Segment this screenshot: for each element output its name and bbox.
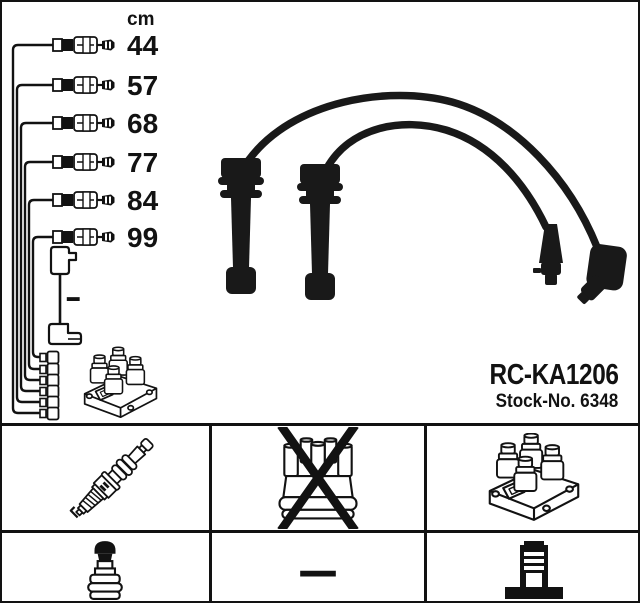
- stock-number: Stock-No. 6348: [495, 391, 618, 412]
- wire-set-diagram: [11, 35, 627, 421]
- short-elbow-cable: [47, 245, 83, 346]
- unlisted-length-dash: –: [66, 273, 81, 319]
- ignition-coil-icon: [484, 433, 584, 524]
- cell-spark-plug: [0, 426, 212, 533]
- straight-connector-boot: [533, 224, 563, 285]
- cable-length-label: 68: [127, 108, 159, 139]
- compatibility-table: –: [0, 423, 640, 603]
- spark-plug-boot-right: [297, 164, 343, 300]
- spark-plug-boot-left: [218, 158, 264, 294]
- elbow-connector-boot: [577, 244, 627, 305]
- coil-tower-icon: [504, 540, 563, 599]
- ignition-cables-photo: [218, 91, 627, 305]
- product-code: RC-KA1206: [489, 359, 618, 391]
- distributor-cap-crossed-icon: [277, 427, 359, 529]
- cable-length-label: 84: [127, 185, 159, 216]
- cable-length-label: 57: [127, 70, 159, 101]
- spark-plug-icon: [66, 432, 159, 525]
- coil-end-connectors: [39, 350, 60, 421]
- plug-terminal-nut-icon: [86, 540, 123, 600]
- cable-length-label: 77: [127, 147, 159, 178]
- cable-length-label: 99: [127, 222, 159, 253]
- cell-ignition-coil: [427, 426, 640, 533]
- cell-coil-tower: [427, 533, 640, 603]
- cable-lead-lines: [11, 43, 60, 415]
- unit-header: cm: [127, 9, 155, 30]
- cell-terminal-nut: [0, 533, 212, 603]
- cell-no-value: –: [212, 533, 427, 603]
- cross-out-x: [277, 427, 359, 529]
- ignition-coil-diagram: [85, 347, 157, 417]
- cable-length-label: 44: [127, 30, 159, 61]
- cell-distributor-cap: [212, 426, 427, 533]
- cable-end-connectors: [51, 35, 116, 247]
